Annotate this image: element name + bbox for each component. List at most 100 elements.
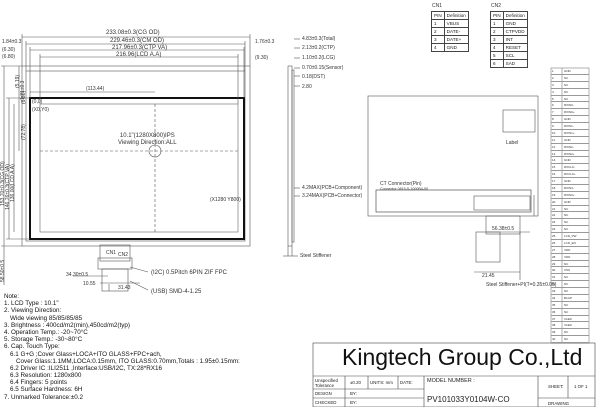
- cn2-cell: CTPVDD: [502, 27, 528, 36]
- dim-left-680: (6.80): [2, 54, 16, 60]
- dim-3430: 34.30±0.5: [66, 272, 89, 278]
- pin-number: 4: [552, 89, 554, 94]
- pin-name: RXIN1+: [564, 130, 575, 135]
- note-line: 2. Viewing Direction:: [4, 307, 62, 315]
- pin-number: 3: [552, 82, 554, 87]
- dim-cm-od: 229.46±0.3(CM OD): [110, 38, 164, 44]
- cn1-tag: CN1: [106, 250, 117, 256]
- pin-name: NC: [564, 75, 569, 80]
- pin-number: 13: [552, 151, 556, 156]
- drawing-label: DRAWING: [548, 401, 570, 406]
- pin-number: 31: [552, 275, 556, 280]
- cn2-header-pin: PIN: [490, 11, 504, 20]
- pin-name: NC: [564, 330, 569, 335]
- note-line: 6.1 G+G ;Cover Glass+LOCA+ITO GLASS+FPC+…: [10, 350, 162, 358]
- cn2-cell: 6: [490, 59, 504, 68]
- rear-dim-2145: 21.45: [482, 273, 495, 279]
- dim-v-136: 136.00(LCD A.A): [10, 164, 16, 202]
- dim-lcd-aa: 216.96(LCD A.A): [116, 52, 162, 58]
- pin-name: VLED: [564, 316, 572, 321]
- sheet-label: SHEET:: [548, 384, 564, 389]
- pin-list-row: 9 RXIN1-: [551, 123, 589, 130]
- pin-name: NC: [564, 206, 569, 211]
- dim-dst: 0.18(DST): [302, 74, 326, 80]
- dim-11344: (113.44): [86, 86, 105, 92]
- point-end: (X1280 Y800): [210, 197, 241, 203]
- note-line: 6. Cap. Touch Type:: [4, 343, 60, 351]
- pin-number: 9: [552, 124, 554, 128]
- cn1-cell: DATE+: [443, 35, 469, 44]
- cn2-cell: 5: [490, 51, 504, 60]
- pin-number: 19: [552, 192, 556, 197]
- dim-lcg: 1.10±0.2(LCG): [302, 55, 336, 61]
- dim-ctp-va: 217.96±0.3(CTP VA): [112, 45, 168, 51]
- note-line: Wide viewing 85/85/85/85: [10, 314, 83, 322]
- pin-number: 23: [552, 220, 556, 225]
- cn1-cell: GND: [443, 43, 469, 52]
- pin-number: 6: [552, 103, 554, 108]
- dim-v-7278: (72.78): [21, 124, 27, 140]
- active-area: [29, 97, 245, 240]
- pin-name: GND: [564, 117, 571, 122]
- pin-number: 27: [552, 247, 556, 252]
- checked-label: CHECKED: [315, 400, 337, 405]
- note-line: 6.2 Driver IC :ILI2511 ,Interface:USB/I2…: [10, 364, 163, 372]
- pin-name: RXCLK+: [564, 172, 576, 177]
- pin-number: 14: [552, 158, 556, 163]
- fpc-label: (I2C) 0.5Pitch 6PIN ZIF FPC: [151, 270, 228, 276]
- pin-number: 26: [552, 240, 556, 245]
- cn2-header-def: Definition: [502, 11, 528, 20]
- cn1-title: CN1: [432, 3, 443, 9]
- pin-name: NC: [564, 96, 569, 101]
- pin-name: RXIN3-: [564, 185, 574, 190]
- pin-number: 40: [552, 337, 556, 342]
- pin-number: 5: [552, 96, 554, 101]
- side-profile: [287, 65, 293, 247]
- cn2-cell: RESET: [502, 43, 528, 52]
- pin-number: 32: [552, 282, 556, 287]
- pin-number: 36: [552, 309, 556, 314]
- pin-name: RXIN1-: [564, 124, 574, 128]
- cn2-cell: 2: [490, 27, 504, 36]
- pin-number: 11: [552, 137, 556, 142]
- pin-name: GND: [564, 199, 571, 204]
- note-line: Cover Glass:1.1MM,LOCA:0.15mm, ITO GLASS…: [16, 357, 240, 365]
- dim-top-171: 1.71±0.3: [20, 80, 26, 100]
- units: UNITS: mm: [370, 380, 393, 385]
- pin-number: 33: [552, 289, 556, 293]
- cover-glass-outline: [21, 65, 251, 247]
- note-line: 7. Unmarked Tolerance:±0.2: [4, 393, 83, 401]
- pin-number: 2: [552, 75, 554, 80]
- dim-right-930: (9.30): [255, 55, 269, 61]
- dim-v-5850: 58.50±0.5: [0, 259, 6, 282]
- pin-name: VDD: [564, 247, 571, 252]
- unspecified-tolerance: Unspecified Tolerance: [315, 378, 338, 388]
- pin-name: NC: [564, 220, 569, 225]
- note-line: 4. Operation Temp.: -20~70°C: [4, 328, 88, 336]
- dim-right-176: 1.76±0.3: [255, 39, 275, 45]
- sheet-value: 1 OF 1: [574, 384, 588, 389]
- pin-name: NC: [564, 282, 569, 287]
- cn1-cell: DATE-: [443, 27, 469, 36]
- pin-number: 25: [552, 234, 556, 238]
- pin-name: GND: [564, 158, 571, 163]
- pin-name: VSS: [564, 268, 571, 273]
- cn2-cell: GND: [502, 19, 528, 28]
